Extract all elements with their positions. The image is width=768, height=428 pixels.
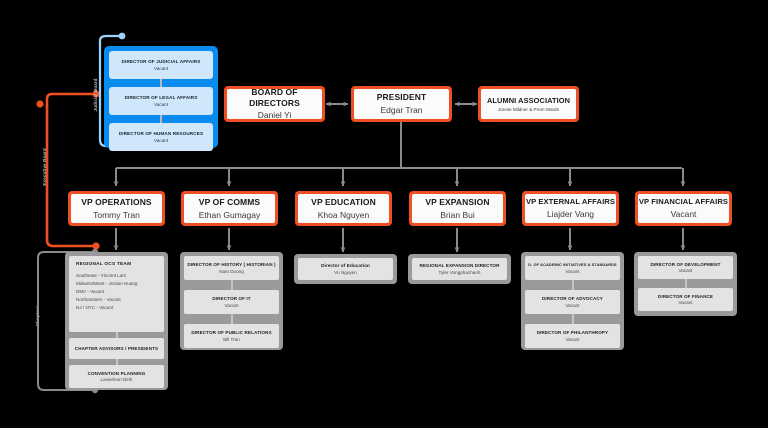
vp-operations-name: Tommy Tran <box>93 209 140 220</box>
financial-affairs-child-0[interactable]: DIRECTOR OF DEVELOPMENT Vacant <box>638 256 733 279</box>
alumni-association-node[interactable]: ALUMNI ASSOCIATION Jonnie Mildner & Prom… <box>478 86 579 122</box>
operations-connector-1 <box>115 359 118 365</box>
financial-affairs-child-1-name: Vacant <box>678 300 693 306</box>
judicial-member-0-name: Vacant <box>154 65 168 71</box>
comms-child-1[interactable]: DIRECTOR OF IT Vacant <box>184 290 279 314</box>
financial-affairs-child-0-title: DIRECTOR OF DEVELOPMENT <box>650 261 721 267</box>
judicial-board-bracket-label: Judicial Board <box>93 78 99 112</box>
vp-comms-title: VP OF COMMS <box>198 196 261 207</box>
judicial-member-2-name: Vacant <box>154 137 168 143</box>
judicial-member-0[interactable]: DIRECTOR OF JUDICIAL AFFAIRS Vacant <box>109 51 213 79</box>
board-of-directors-title: BOARD OF DIRECTORS <box>249 87 300 108</box>
vp-node-external-affairs[interactable]: VP EXTERNAL AFFAIRS Liajder Vang <box>522 191 619 226</box>
chapters-bracket-label: Chapters <box>35 305 41 327</box>
vp-financial-affairs-title: VP FINANCIAL AFFAIRS <box>638 197 729 207</box>
judicial-member-1[interactable]: DIRECTOR OF LEGAL AFFAIRS Vacant <box>109 87 213 115</box>
comms-child-2-name: Bill Tran <box>223 336 240 342</box>
regional-ocs-team-card[interactable]: REGIONAL OCS TEAM Southeast - Vincent La… <box>69 256 164 332</box>
external-affairs-child-2-name: Vacant <box>565 336 580 342</box>
education-child-0-title: Director of Education <box>321 263 370 269</box>
president-node[interactable]: PRESIDENT Edgar Tran <box>351 86 452 122</box>
comms-child-2[interactable]: DIRECTOR OF PUBLIC RELATIONS Bill Tran <box>184 324 279 348</box>
operations-group: REGIONAL OCS TEAM Southeast - Vincent La… <box>65 252 168 390</box>
regional-ocs-row-1: Midwest/West - Jordan Huang <box>76 281 138 287</box>
comms-child-0-title: DIRECTOR OF HISTORY ( HISTORIAN ) <box>187 262 276 268</box>
external-affairs-child-1-title: DIRECTOR OF ADVOCACY <box>542 296 603 302</box>
education-group: Director of Education Vu Nguyen <box>294 254 397 284</box>
expansion-child-0[interactable]: REGIONAL EXPANSION DIRECTOR Tyler Vongph… <box>412 258 507 280</box>
judicial-member-1-name: Vacant <box>154 101 168 107</box>
president-name: Edgar Tran <box>380 105 423 115</box>
regional-ocs-row-0: Southeast - Vincent Lam <box>76 273 127 278</box>
comms-child-0-name: Nam Duong <box>219 268 244 274</box>
vp-comms-name: Ethan Gumagay <box>198 209 261 220</box>
alumni-association-name: Jonnie Mildner & Prom Wards <box>498 106 559 112</box>
vp-expansion-name: Brian Bui <box>440 209 475 220</box>
chapter-advisors-title: CHAPTER ADVISORS / PRESIDENTS <box>74 346 159 351</box>
convention-planning-card[interactable]: CONVENTION PLANNING Lavierleon Dinh <box>69 365 164 388</box>
convention-planning-name: Lavierleon Dinh <box>100 377 133 383</box>
vp-external-affairs-title: VP EXTERNAL AFFAIRS <box>525 197 616 207</box>
chapter-advisors-card[interactable]: CHAPTER ADVISORS / PRESIDENTS <box>69 338 164 359</box>
financial-affairs-child-0-name: Vacant <box>678 268 693 274</box>
comms-child-2-title: DIRECTOR OF PUBLIC RELATIONS <box>191 330 272 336</box>
external-affairs-child-2-title: DIRECTOR OF PHILANTHROPY <box>536 330 609 336</box>
regional-ocs-row-2: DMV - Vacant <box>76 289 105 295</box>
comms-child-0[interactable]: DIRECTOR OF HISTORY ( HISTORIAN ) Nam Du… <box>184 256 279 280</box>
comms-group: DIRECTOR OF HISTORY ( HISTORIAN ) Nam Du… <box>180 252 283 350</box>
convention-planning-title: CONVENTION PLANNING <box>87 370 146 376</box>
board-of-directors-name: Daniel Yi <box>257 110 292 121</box>
vp-financial-affairs-name: Vacant <box>670 208 697 219</box>
vp-node-operations[interactable]: VP OPERATIONS Tommy Tran <box>68 191 165 226</box>
financial-affairs-child-1[interactable]: DIRECTOR OF FINANCE Vacant <box>638 288 733 311</box>
comms-connector-1 <box>230 314 233 324</box>
external-affairs-child-0[interactable]: D. OF ACADEMIC INITIATIVES & STANDARDS V… <box>525 256 620 280</box>
expansion-group: REGIONAL EXPANSION DIRECTOR Tyler Vongph… <box>408 254 511 284</box>
judicial-member-1-title: DIRECTOR OF LEGAL AFFAIRS <box>124 95 198 101</box>
board-of-directors-node[interactable]: BOARD OF DIRECTORS Daniel Yi <box>224 86 325 122</box>
executive-board-bracket-label: Executive Board <box>42 148 48 186</box>
judicial-member-0-title: DIRECTOR OF JUDICIAL AFFAIRS <box>121 59 201 65</box>
vp-education-name: Khoa Nguyen <box>317 209 370 220</box>
comms-connector-0 <box>230 280 233 290</box>
president-title: PRESIDENT <box>376 92 427 103</box>
operations-connector-0 <box>115 332 118 338</box>
judicial-member-2-title: DIRECTOR OF HUMAN RESOURCES <box>118 131 204 137</box>
financial-affairs-connector-0 <box>684 279 687 288</box>
external-affairs-connector-1 <box>571 314 574 324</box>
vp-education-title: VP EDUCATION <box>311 196 376 207</box>
external-affairs-child-1-name: Vacant <box>565 302 580 308</box>
external-affairs-connector-0 <box>571 280 574 290</box>
alumni-association-title: ALUMNI ASSOCIATION <box>486 95 571 105</box>
financial-affairs-group: DIRECTOR OF DEVELOPMENT Vacant DIRECTOR … <box>634 252 737 316</box>
judicial-member-2[interactable]: DIRECTOR OF HUMAN RESOURCES Vacant <box>109 123 213 151</box>
regional-ocs-row-3: Northeastern - Vacant <box>76 297 121 303</box>
vp-node-financial-affairs[interactable]: VP FINANCIAL AFFAIRS Vacant <box>635 191 732 226</box>
regional-ocs-team-title: REGIONAL OCS TEAM <box>76 262 132 267</box>
external-affairs-child-1[interactable]: DIRECTOR OF ADVOCACY Vacant <box>525 290 620 314</box>
regional-ocs-row-4: NJ / NYC - Vacant <box>76 305 114 311</box>
expansion-child-0-name: Tyler Vongphachanh <box>438 269 481 275</box>
external-affairs-child-0-title: D. OF ACADEMIC INITIATIVES & STANDARDS <box>528 262 617 268</box>
financial-affairs-child-1-title: DIRECTOR OF FINANCE <box>657 293 714 299</box>
comms-child-1-name: Vacant <box>224 302 239 308</box>
vp-node-education[interactable]: VP EDUCATION Khoa Nguyen <box>295 191 392 226</box>
judicial-connector-0 <box>160 79 162 87</box>
judicial-board-group: DIRECTOR OF JUDICIAL AFFAIRS Vacant DIRE… <box>104 46 218 151</box>
education-child-0-name: Vu Nguyen <box>334 269 357 275</box>
external-affairs-child-0-name: Vacant <box>565 268 580 274</box>
vp-operations-title: VP OPERATIONS <box>81 196 152 207</box>
vp-node-expansion[interactable]: VP EXPANSION Brian Bui <box>409 191 506 226</box>
vp-node-comms[interactable]: VP OF COMMS Ethan Gumagay <box>181 191 278 226</box>
education-child-0[interactable]: Director of Education Vu Nguyen <box>298 258 393 280</box>
external-affairs-child-2[interactable]: DIRECTOR OF PHILANTHROPY Vacant <box>525 324 620 348</box>
judicial-connector-1 <box>160 115 162 123</box>
comms-child-1-title: DIRECTOR OF IT <box>212 296 251 302</box>
vp-expansion-title: VP EXPANSION <box>425 196 490 207</box>
expansion-child-0-title: REGIONAL EXPANSION DIRECTOR <box>419 263 500 269</box>
external-affairs-group: D. OF ACADEMIC INITIATIVES & STANDARDS V… <box>521 252 624 350</box>
vp-external-affairs-name: Liajder Vang <box>546 208 595 219</box>
